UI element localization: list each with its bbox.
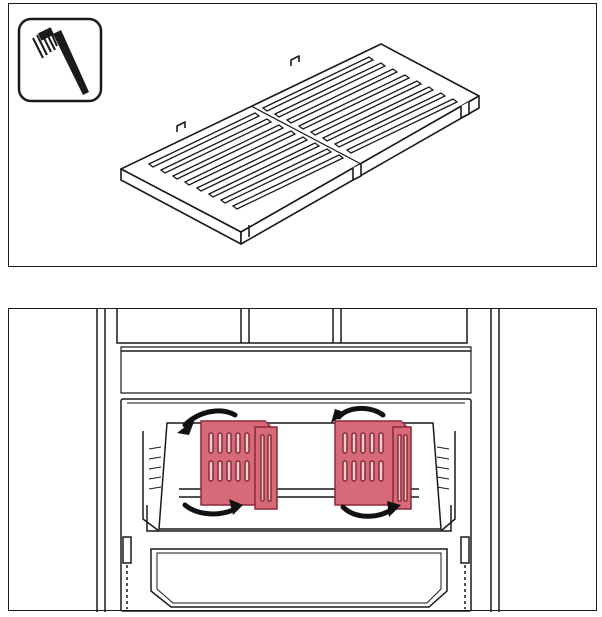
grate-cleaning-panel xyxy=(8,3,597,267)
grate-left xyxy=(200,420,278,510)
brush-icon xyxy=(17,17,103,103)
oven-grate-flip-panel xyxy=(8,308,597,612)
oven-frame xyxy=(96,309,500,612)
oven-illustration xyxy=(96,309,500,612)
grate-slots xyxy=(147,56,459,210)
rotate-arrowheads xyxy=(177,409,401,517)
grate-illustration xyxy=(17,17,480,245)
grate-right xyxy=(334,420,412,510)
